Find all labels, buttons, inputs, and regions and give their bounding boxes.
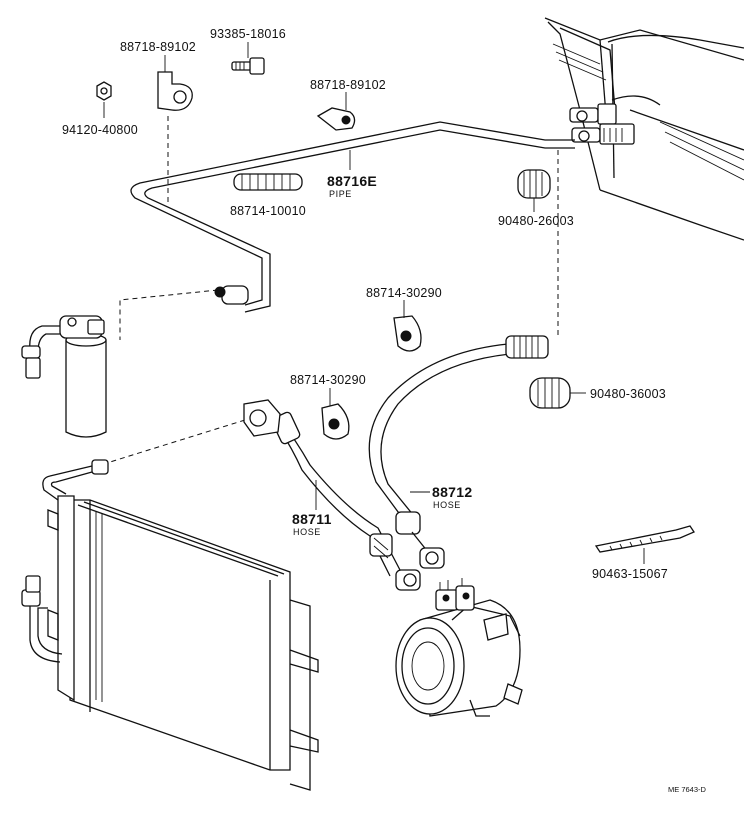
label-88714-10010: 88714-10010 — [230, 204, 306, 218]
bolt-93385-18016 — [231, 57, 265, 75]
nut-94120-40800 — [96, 81, 112, 101]
label-94120-40800: 94120-40800 — [62, 123, 138, 137]
grommet-90480-36003 — [529, 377, 571, 409]
label-90463-15067: 90463-15067 — [592, 567, 668, 581]
insulator-88714-10010 — [233, 173, 303, 191]
label-88712: 88712 — [432, 484, 472, 500]
clamp-88714-30290-b — [321, 403, 350, 440]
evaporator-housing — [544, 17, 744, 241]
reference-code: ME 7643-D — [668, 785, 707, 794]
hose-88712 — [368, 335, 549, 569]
leader-dash-4 — [109, 419, 246, 463]
condenser — [21, 459, 319, 791]
label-88714-30290-a: 88714-30290 — [366, 286, 442, 300]
label-88712-sub: HOSE — [433, 500, 461, 510]
cable-tie-90463-15067 — [594, 525, 695, 553]
receiver-drier — [21, 315, 107, 438]
clamp-88714-30290-a — [393, 315, 422, 352]
label-88711: 88711 — [292, 511, 332, 527]
label-88711-sub: HOSE — [293, 527, 321, 537]
label-90480-36003: 90480-36003 — [590, 387, 666, 401]
grommet-90480-26003 — [517, 169, 551, 199]
pipe-88716e — [130, 121, 575, 313]
label-88716e: 88716E — [327, 173, 377, 189]
label-88718-89102-b: 88718-89102 — [310, 78, 386, 92]
hose-88711 — [243, 399, 421, 591]
bracket-88718-89102-a — [157, 71, 193, 111]
label-88718-89102-a: 88718-89102 — [120, 40, 196, 54]
label-88716e-sub: PIPE — [329, 189, 352, 199]
label-93385-18016: 93385-18016 — [210, 27, 286, 41]
label-88714-30290-b: 88714-30290 — [290, 373, 366, 387]
label-90480-26003: 90480-26003 — [498, 214, 574, 228]
leader-dash-3 — [119, 289, 219, 340]
clamp-88718-89102-b — [316, 107, 356, 131]
compressor — [395, 578, 523, 717]
